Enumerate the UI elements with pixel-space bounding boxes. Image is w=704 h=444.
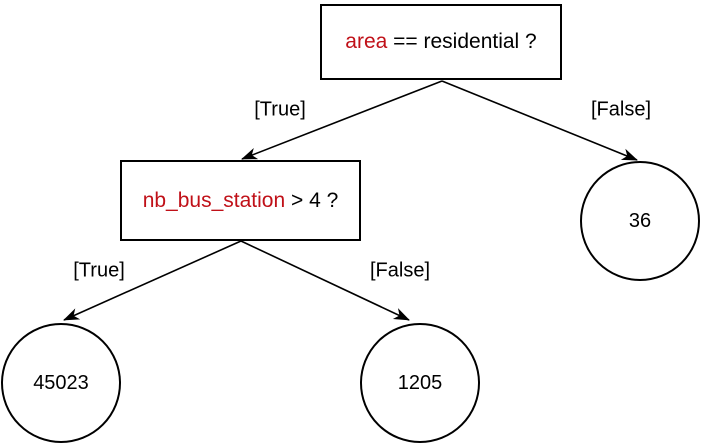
- decision-node-root: area == residential ?: [320, 4, 562, 80]
- leaf-value-36: 36: [628, 209, 652, 232]
- edge-label-bus-false: [False]: [369, 259, 431, 282]
- leaf-value-45023: 45023: [33, 371, 89, 394]
- edge-root-false: [441, 80, 638, 161]
- decision-node-nb-bus-station: nb_bus_station > 4 ?: [120, 160, 361, 241]
- edge-bus-true: [63, 240, 242, 321]
- leaf-node-36: 36: [580, 161, 700, 281]
- condition-text-root: == residential ?: [387, 30, 537, 53]
- edge-label-bus-true: [True]: [73, 259, 125, 282]
- edge-label-root-false: [False]: [590, 98, 652, 121]
- condition-text-bus: > 4 ?: [285, 188, 339, 212]
- edge-label-root-true: [True]: [254, 98, 306, 121]
- feature-name-area: area: [345, 30, 388, 53]
- leaf-value-1205: 1205: [397, 371, 443, 394]
- leaf-node-45023: 45023: [1, 323, 121, 443]
- leaf-node-1205: 1205: [360, 323, 480, 443]
- edge-bus-false: [240, 240, 410, 321]
- edge-root-true: [241, 80, 443, 160]
- feature-name-nb-bus-station: nb_bus_station: [142, 188, 286, 212]
